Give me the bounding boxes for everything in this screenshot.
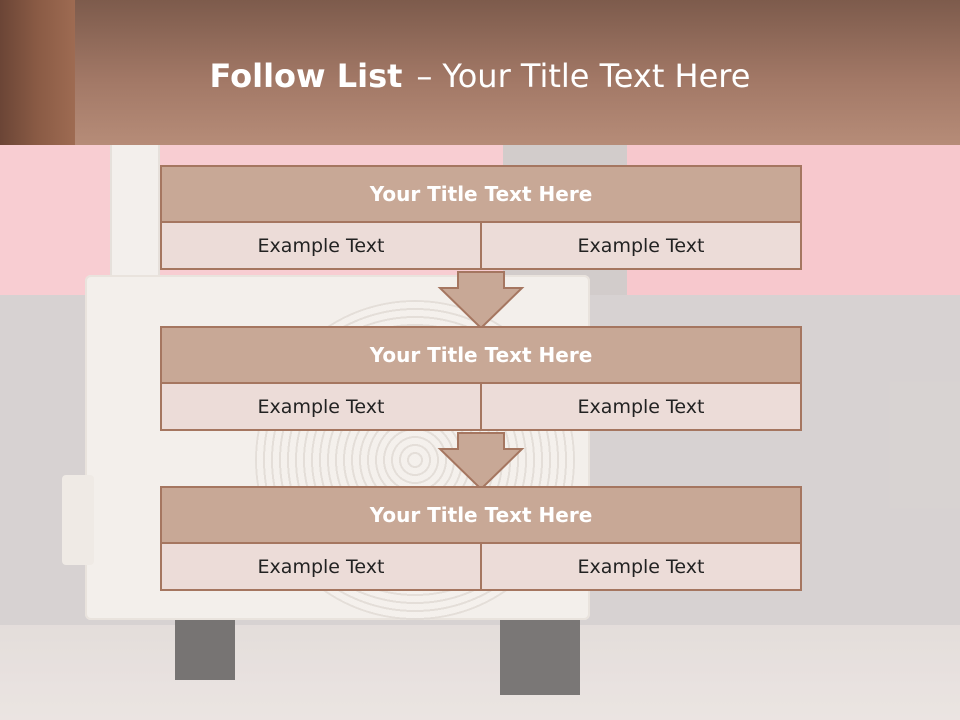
background-wood-post	[0, 0, 75, 145]
block-title: Your Title Text Here	[160, 326, 802, 384]
slide-title-strong: Follow List	[209, 57, 403, 95]
block-row: Example Text Example Text	[160, 221, 802, 270]
background-header-band	[0, 0, 960, 145]
list-block-3: Your Title Text Here Example Text Exampl…	[160, 486, 802, 591]
block-row: Example Text Example Text	[160, 542, 802, 591]
background-unit-foot	[175, 620, 235, 680]
block-cell-right: Example Text	[480, 221, 802, 270]
background-ac-side-box	[62, 475, 94, 565]
block-cell-left: Example Text	[160, 542, 482, 591]
block-cell-right: Example Text	[480, 382, 802, 431]
list-block-1: Your Title Text Here Example Text Exampl…	[160, 165, 802, 270]
block-title: Your Title Text Here	[160, 486, 802, 544]
down-arrow-icon	[436, 270, 526, 330]
down-arrow-icon	[436, 431, 526, 491]
block-title: Your Title Text Here	[160, 165, 802, 223]
block-cell-right: Example Text	[480, 542, 802, 591]
block-cell-left: Example Text	[160, 382, 482, 431]
slide-title-separator: –	[416, 57, 433, 95]
background-unit-foot	[500, 620, 580, 695]
list-block-2: Your Title Text Here Example Text Exampl…	[160, 326, 802, 431]
background-floor	[0, 625, 960, 720]
block-cell-left: Example Text	[160, 221, 482, 270]
slide-title-rest: Your Title Text Here	[442, 57, 751, 95]
block-row: Example Text Example Text	[160, 382, 802, 431]
slide-title: Follow List–Your Title Text Here	[0, 52, 960, 100]
background-pipe	[110, 145, 160, 275]
